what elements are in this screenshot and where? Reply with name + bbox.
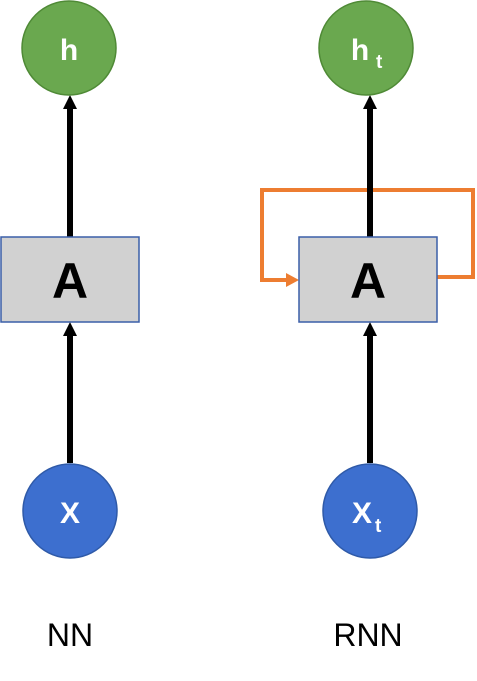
- rnn-output-node: [318, 0, 414, 96]
- rnn-output-arrowhead: [363, 95, 377, 109]
- rnn-input-arrowhead: [363, 322, 377, 336]
- nn-diagram: h A X NN: [0, 0, 140, 653]
- nn-input-label: X: [60, 497, 80, 530]
- nn-caption: NN: [47, 617, 93, 653]
- rnn-cell-label: A: [350, 253, 386, 309]
- rnn-input-subscript: t: [375, 516, 382, 537]
- nn-output-node: [21, 0, 117, 96]
- rnn-input-node: [322, 463, 418, 559]
- nn-input-node: [22, 463, 118, 559]
- rnn-diagram: h t A X t RNN: [260, 0, 475, 653]
- nn-input-arrowhead: [63, 322, 77, 336]
- rnn-output-subscript: t: [376, 52, 383, 73]
- nn-cell-box: [0, 236, 140, 323]
- rnn-caption: RNN: [333, 617, 402, 653]
- nn-output-label: h: [60, 34, 78, 67]
- nn-output-arrowhead: [63, 95, 77, 109]
- rnn-recurrent-arrowhead: [286, 273, 299, 287]
- rnn-input-label: X: [352, 497, 372, 530]
- rnn-cell-box: [298, 236, 438, 323]
- nn-cell-label: A: [52, 253, 88, 309]
- rnn-output-label: h: [351, 34, 369, 67]
